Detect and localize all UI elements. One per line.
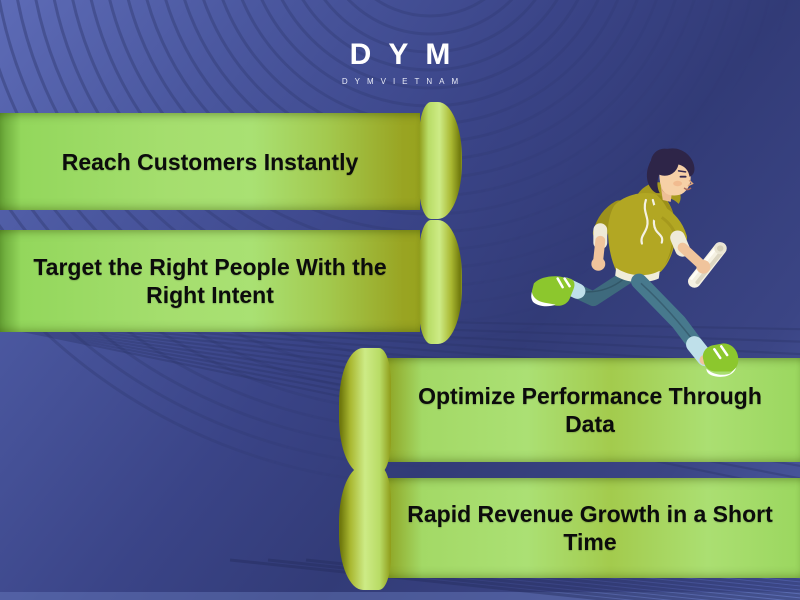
banner-label: Reach Customers Instantly [61,148,359,175]
banner-rapid-revenue: Rapid Revenue Growth in a Short Time [339,466,800,590]
runner-back-sneaker [531,276,575,307]
runner-front-leg [631,273,714,367]
runner-head [646,148,695,202]
banner-label: Optimize Performance Through Data [418,383,762,437]
brand-logo-subtitle: DYMVIETNAM [341,77,466,86]
banner-reach-customers: Reach Customers Instantly [0,102,462,219]
banner-label: Rapid Revenue Growth in a Short Time [407,501,773,555]
ribbon-curl [339,348,391,474]
brand-logo-title: DYM [349,38,468,71]
runner-hoodie [608,192,676,283]
banner-label: Target the Right People With the Right I… [33,254,387,308]
banner-target-right-people: Target the Right People With the Right I… [0,220,462,344]
ribbon-curl [339,466,391,590]
ribbon-curl [419,102,462,219]
banner-optimize-performance: Optimize Performance Through Data [339,348,800,474]
runner-front-arm [649,204,711,274]
bottom-light-strip [0,592,800,600]
running-man-illustration [531,148,739,377]
brand-logo: DYM DYMVIETNAM [0,38,800,86]
runner-front-sneaker [702,343,739,377]
ribbon-curl [419,220,462,344]
